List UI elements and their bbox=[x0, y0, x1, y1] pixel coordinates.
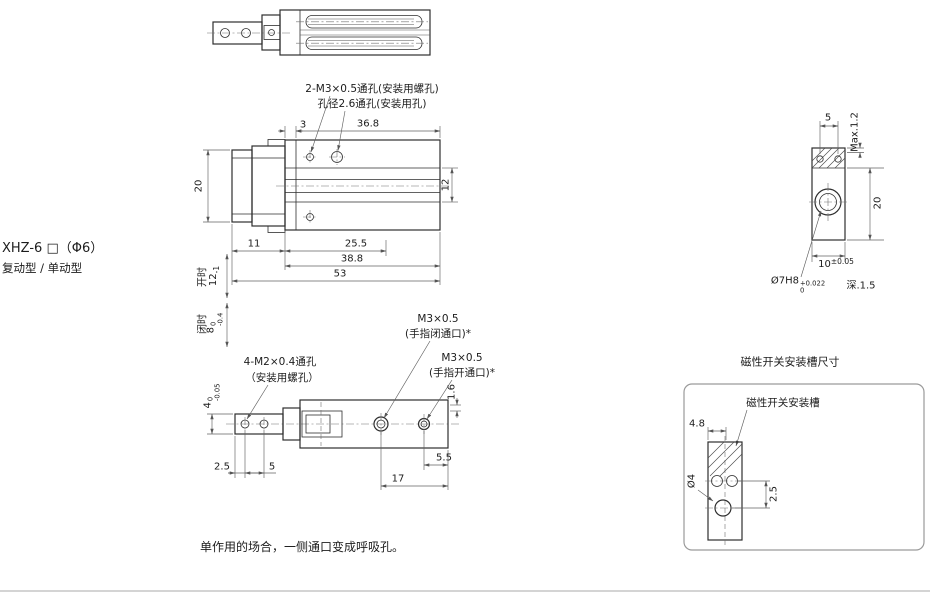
bottom-callout-m2-line2: （安装用螺孔） bbox=[245, 371, 319, 384]
front-dim-12: 12 bbox=[440, 178, 452, 192]
side-dim-20: 20 bbox=[872, 196, 884, 210]
front-dim-3: 3 bbox=[299, 119, 307, 131]
front-open-dim: 12-1 bbox=[208, 265, 222, 287]
switch-box-title: 磁性开关安装槽尺寸 bbox=[740, 355, 840, 369]
side-dim-10: 10±0.05 bbox=[818, 256, 854, 270]
bottom-callout-close-line1: M3×0.5 bbox=[417, 312, 459, 325]
bottom-callout-open-line2: (手指开通口)* bbox=[429, 366, 495, 379]
model-title: XHZ-6 □（Φ6） bbox=[2, 241, 104, 256]
front-view-linework bbox=[203, 95, 458, 348]
front-dim-11: 11 bbox=[247, 238, 261, 250]
bottom-callout-m2-line1: 4-M2×0.4通孔 bbox=[243, 355, 317, 368]
front-dim-20: 20 bbox=[193, 179, 205, 193]
model-subtitle: 复动型 / 单动型 bbox=[2, 261, 83, 275]
bottom-dim-5-5: 5.5 bbox=[436, 452, 452, 464]
bottom-callout-close-line2: (手指闭通口)* bbox=[405, 327, 471, 340]
bottom-view-linework bbox=[207, 340, 461, 490]
side-view-linework bbox=[800, 121, 884, 278]
front-dim-53: 53 bbox=[333, 268, 347, 280]
switch-dim-d4: Ø4 bbox=[686, 473, 698, 489]
bottom-dim-17: 17 bbox=[391, 473, 405, 485]
front-dim-38-8: 38.8 bbox=[340, 253, 364, 265]
side-depth-label: 深.1.5 bbox=[846, 280, 876, 292]
bottom-dim-5: 5 bbox=[268, 461, 276, 473]
front-dim-25-5: 25.5 bbox=[344, 238, 368, 250]
front-callout-26: 孔径2.6通孔(安装用孔) bbox=[317, 97, 427, 110]
top-view-linework bbox=[207, 9, 431, 56]
switch-dim-4-8: 4.8 bbox=[689, 418, 705, 430]
side-dim-5: 5 bbox=[824, 112, 832, 124]
bottom-callout-open-line1: M3×0.5 bbox=[441, 351, 483, 364]
switch-dim-2-5: 2.5 bbox=[768, 486, 780, 502]
side-dim-max-1-2: Max.1.2 bbox=[849, 112, 861, 152]
switch-box-linework bbox=[683, 383, 925, 551]
switch-groove-label: 磁性开关安装槽 bbox=[746, 396, 820, 409]
single-acting-note: 单作用的场合，一侧通口变成呼吸孔。 bbox=[200, 540, 405, 554]
front-dim-36-8: 36.8 bbox=[356, 118, 380, 130]
front-open-label: 开时 bbox=[197, 267, 209, 287]
bottom-dim-2-5: 2.5 bbox=[214, 461, 230, 473]
bottom-dim-1-6: 1.6 bbox=[446, 384, 458, 400]
front-callout-m3: 2-M3×0.5通孔(安装用螺孔) bbox=[305, 82, 439, 95]
